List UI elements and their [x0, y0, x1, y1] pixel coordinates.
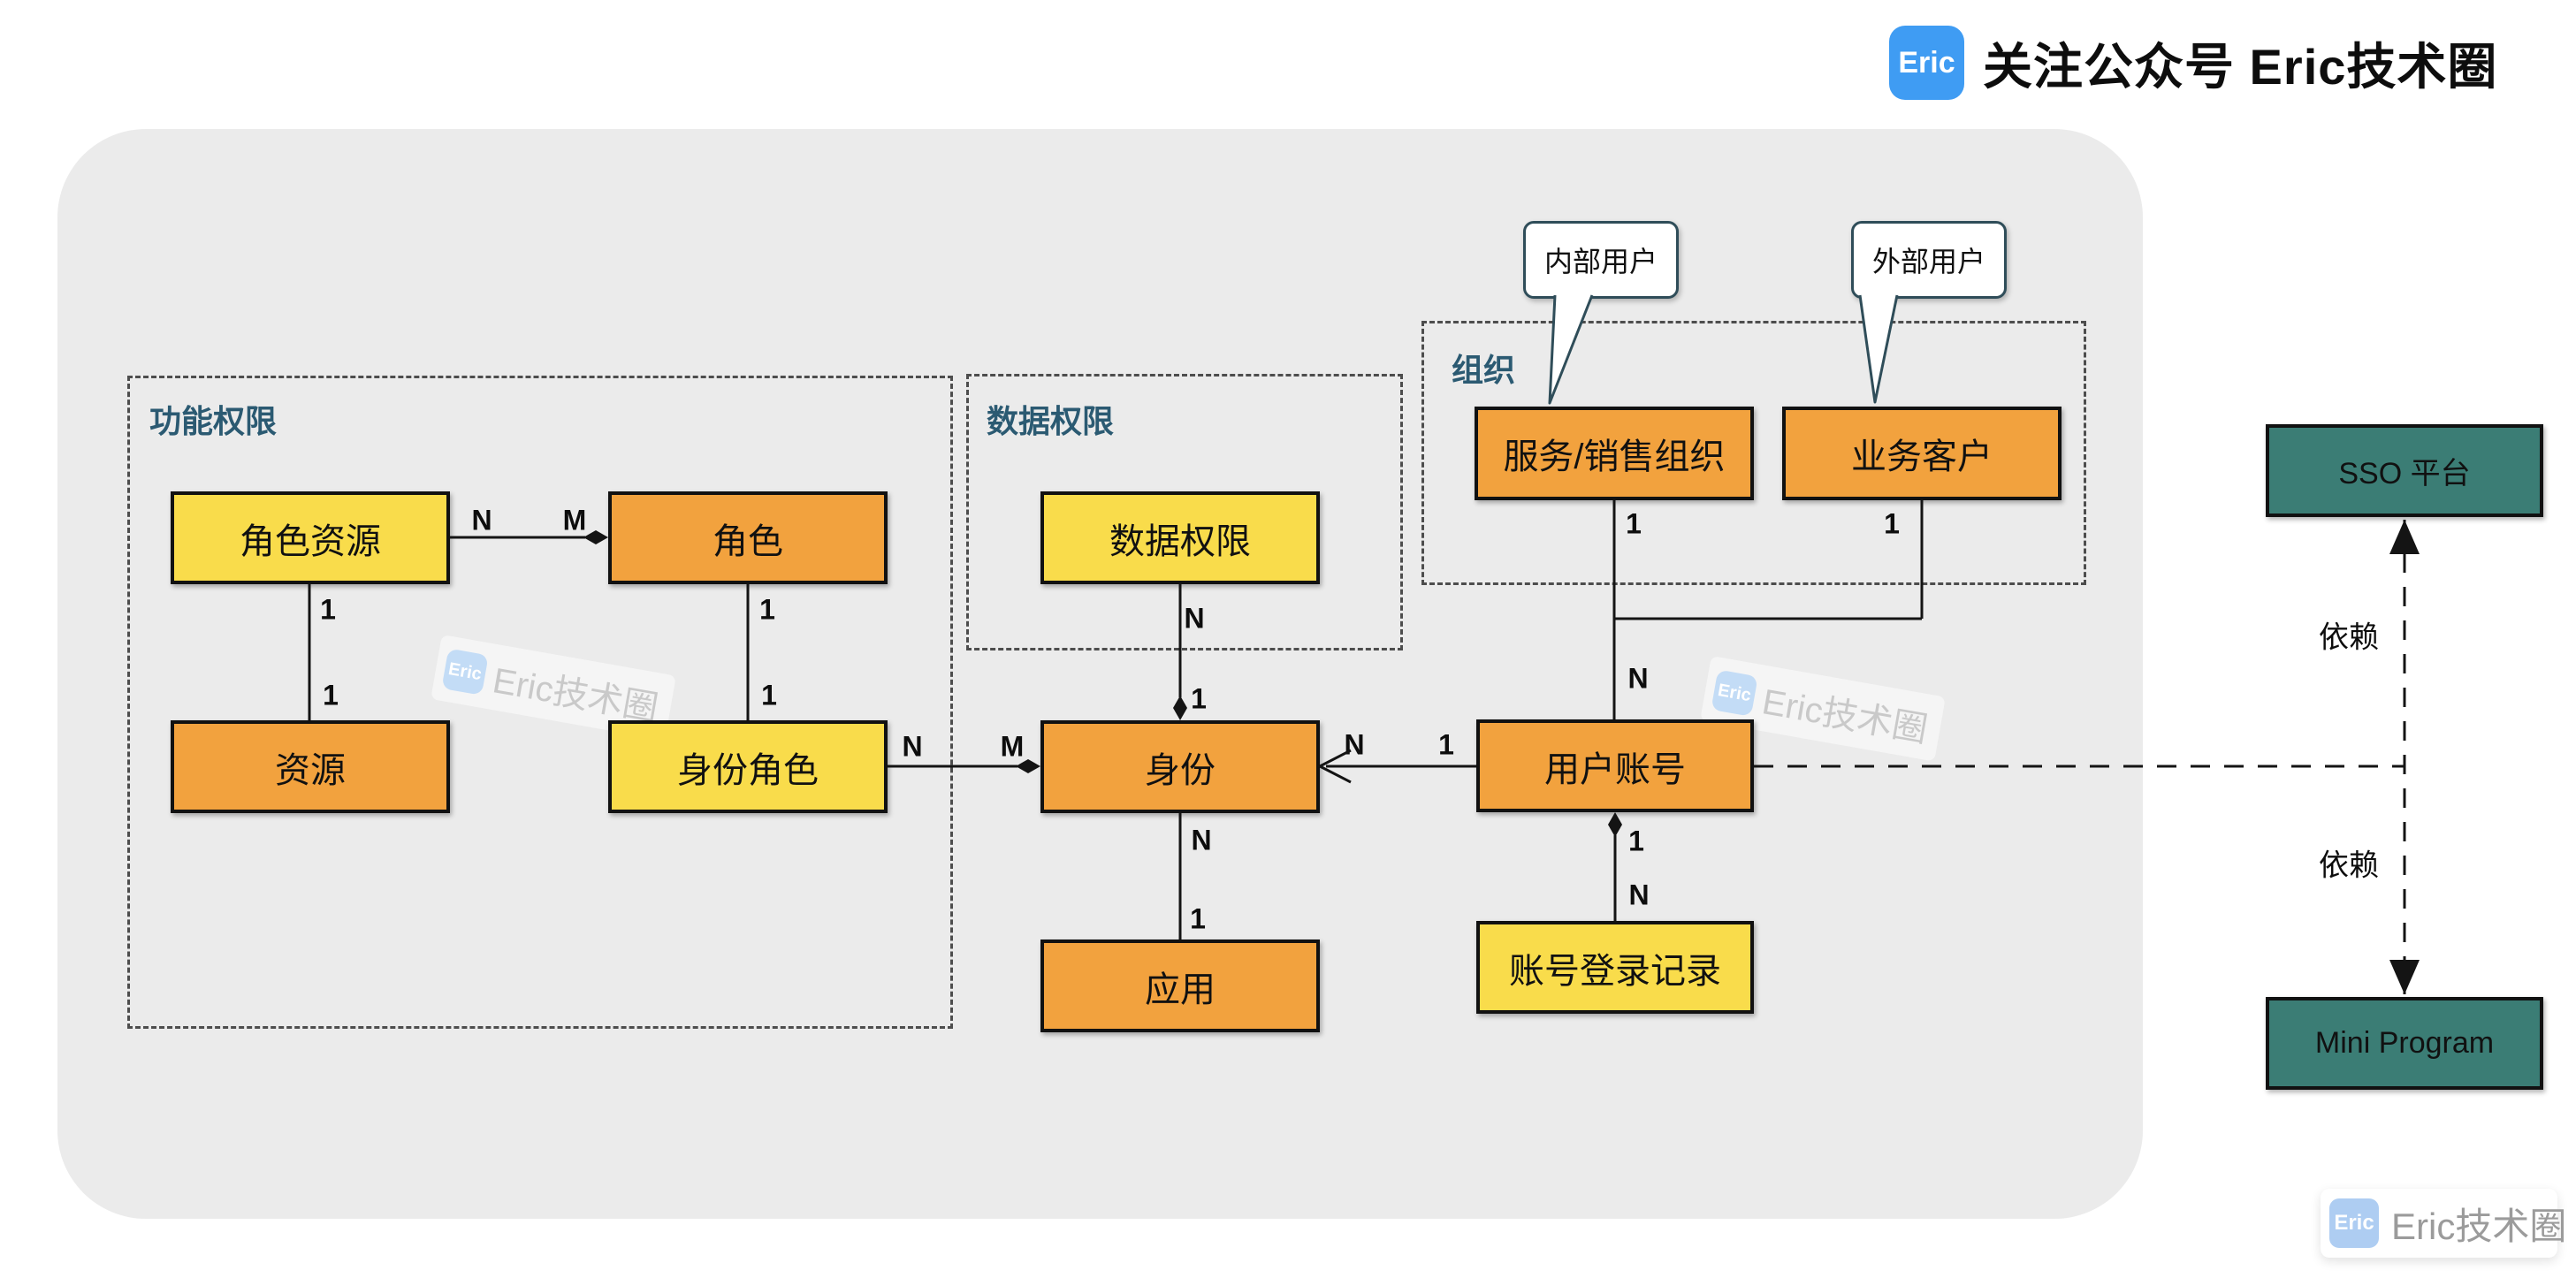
group-title-functional: 功能权限 [149, 403, 278, 439]
node-role: 角色 [608, 491, 888, 584]
cardinality-label: 1 [1626, 507, 1642, 540]
cardinality-label: 1 [320, 593, 336, 626]
node-sso-platform: SSO 平台 [2266, 424, 2543, 517]
group-title-data: 数据权限 [987, 403, 1115, 439]
watermark-card: Eric Eric技术圈 [2321, 1189, 2566, 1258]
cardinality-label: 1 [759, 593, 775, 626]
node-app: 应用 [1040, 939, 1320, 1032]
cardinality-label: 1 [1628, 825, 1644, 857]
dependency-label: 依赖 [2319, 620, 2379, 655]
cardinality-label: 1 [1191, 682, 1207, 715]
cardinality-label: 1 [323, 679, 339, 711]
group-organization [1421, 321, 2086, 585]
node-service-org: 服务/销售组织 [1475, 407, 1754, 500]
cardinality-label: N [1191, 824, 1212, 856]
node-data-permission: 数据权限 [1040, 491, 1320, 584]
eric-logo-icon: Eric [2329, 1198, 2379, 1248]
cardinality-label: N [1627, 662, 1649, 695]
node-identity-role: 身份角色 [608, 720, 888, 813]
node-resource: 资源 [171, 720, 450, 813]
node-identity: 身份 [1040, 720, 1320, 813]
cardinality-label: N [902, 730, 923, 763]
node-mini-program: Mini Program [2266, 997, 2543, 1090]
page-title: 关注公众号 Eric技术圈 [1983, 38, 2498, 95]
cardinality-label: N [1184, 602, 1205, 635]
group-title-org: 组织 [1452, 352, 1516, 388]
callout-external-user: 外部用户 [1851, 221, 2007, 299]
cardinality-label: 1 [1438, 728, 1454, 761]
node-role-resource: 角色资源 [171, 491, 450, 584]
group-functional-permission [127, 376, 953, 1029]
cardinality-label: M [562, 504, 587, 536]
cardinality-label: 1 [761, 679, 777, 711]
cardinality-label: N [471, 504, 492, 536]
node-login-record: 账号登录记录 [1476, 921, 1754, 1014]
dependency-label: 依赖 [2319, 848, 2379, 883]
callout-internal-user: 内部用户 [1523, 221, 1679, 299]
cardinality-label: N [1344, 728, 1365, 761]
watermark-text: Eric技术圈 [2391, 1205, 2567, 1247]
eric-logo-icon: Eric [1711, 669, 1758, 717]
cardinality-label: M [1000, 730, 1025, 763]
node-user-account: 用户账号 [1476, 719, 1754, 812]
node-biz-customer: 业务客户 [1782, 407, 2062, 500]
eric-logo-icon: Eric [1889, 26, 1964, 100]
cardinality-label: 1 [1190, 902, 1206, 935]
group-data-permission [966, 374, 1403, 650]
cardinality-label: 1 [1884, 507, 1900, 540]
cardinality-label: N [1628, 879, 1650, 911]
